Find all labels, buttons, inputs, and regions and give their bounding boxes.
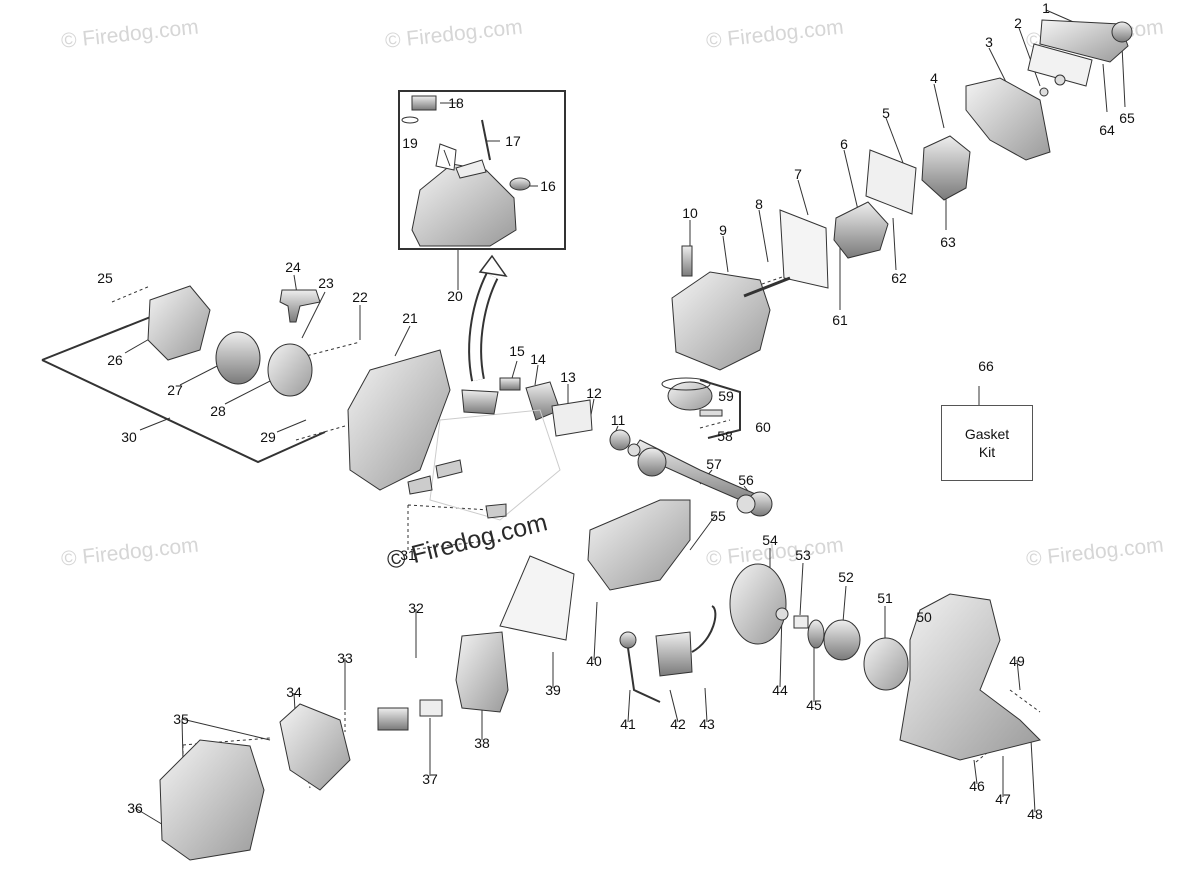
- part-label-4: 4: [930, 70, 938, 86]
- part-label-15: 15: [509, 343, 525, 359]
- part-label-26: 26: [107, 352, 123, 368]
- part-label-33: 33: [337, 650, 353, 666]
- part-label-55: 55: [710, 508, 726, 524]
- part-label-24: 24: [285, 259, 301, 275]
- part-label-13: 13: [560, 369, 576, 385]
- part-label-22: 22: [352, 289, 368, 305]
- part-label-7: 7: [794, 166, 802, 182]
- part-label-46: 46: [969, 778, 985, 794]
- part-label-37: 37: [422, 771, 438, 787]
- part-label-1: 1: [1042, 0, 1050, 16]
- part-label-64: 64: [1099, 122, 1115, 138]
- part-label-12: 12: [586, 385, 602, 401]
- part-label-17: 17: [505, 133, 521, 149]
- part-label-14: 14: [530, 351, 546, 367]
- part-label-40: 40: [586, 653, 602, 669]
- part-label-58: 58: [717, 428, 733, 444]
- part-label-34: 34: [286, 684, 302, 700]
- part-label-63: 63: [940, 234, 956, 250]
- part-label-3: 3: [985, 34, 993, 50]
- part-label-52: 52: [838, 569, 854, 585]
- part-label-28: 28: [210, 403, 226, 419]
- part-label-35: 35: [173, 711, 189, 727]
- part-label-59: 59: [718, 388, 734, 404]
- part-label-47: 47: [995, 791, 1011, 807]
- part-label-18: 18: [448, 95, 464, 111]
- part-label-39: 39: [545, 682, 561, 698]
- part-label-8: 8: [755, 196, 763, 212]
- part-label-36: 36: [127, 800, 143, 816]
- part-label-54: 54: [762, 532, 778, 548]
- part-label-49: 49: [1009, 653, 1025, 669]
- part-label-29: 29: [260, 429, 276, 445]
- part-label-42: 42: [670, 716, 686, 732]
- part-label-11: 11: [610, 412, 626, 428]
- part-label-44: 44: [772, 682, 788, 698]
- part-label-23: 23: [318, 275, 334, 291]
- part-label-48: 48: [1027, 806, 1043, 822]
- part-label-32: 32: [408, 600, 424, 616]
- fuel-tank-inset-frame: [398, 90, 566, 250]
- part-label-62: 62: [891, 270, 907, 286]
- part-label-10: 10: [682, 205, 698, 221]
- part-label-53: 53: [795, 547, 811, 563]
- part-label-6: 6: [840, 136, 848, 152]
- part-label-51: 51: [877, 590, 893, 606]
- gasket-kit-label-line2: Kit: [978, 444, 996, 460]
- part-label-57: 57: [706, 456, 722, 472]
- part-label-5: 5: [882, 105, 890, 121]
- part-label-61: 61: [832, 312, 848, 328]
- part-label-9: 9: [719, 222, 727, 238]
- part-label-30: 30: [121, 429, 137, 445]
- part-label-66: 66: [978, 358, 994, 374]
- part-label-56: 56: [738, 472, 754, 488]
- gasket-kit-label-line1: Gasket: [964, 426, 1010, 442]
- part-label-41: 41: [620, 716, 636, 732]
- gasket-kit-box: Gasket Kit: [941, 405, 1033, 481]
- part-label-31: 31: [400, 547, 416, 563]
- part-label-19: 19: [402, 135, 418, 151]
- part-label-38: 38: [474, 735, 490, 751]
- part-label-50: 50: [916, 609, 932, 625]
- part-label-60: 60: [755, 419, 771, 435]
- part-label-20: 20: [447, 288, 463, 304]
- part-label-2: 2: [1014, 15, 1022, 31]
- part-label-25: 25: [97, 270, 113, 286]
- part-label-65: 65: [1119, 110, 1135, 126]
- part-label-45: 45: [806, 697, 822, 713]
- part-label-43: 43: [699, 716, 715, 732]
- part-label-27: 27: [167, 382, 183, 398]
- part-label-21: 21: [402, 310, 418, 326]
- part-label-16: 16: [540, 178, 556, 194]
